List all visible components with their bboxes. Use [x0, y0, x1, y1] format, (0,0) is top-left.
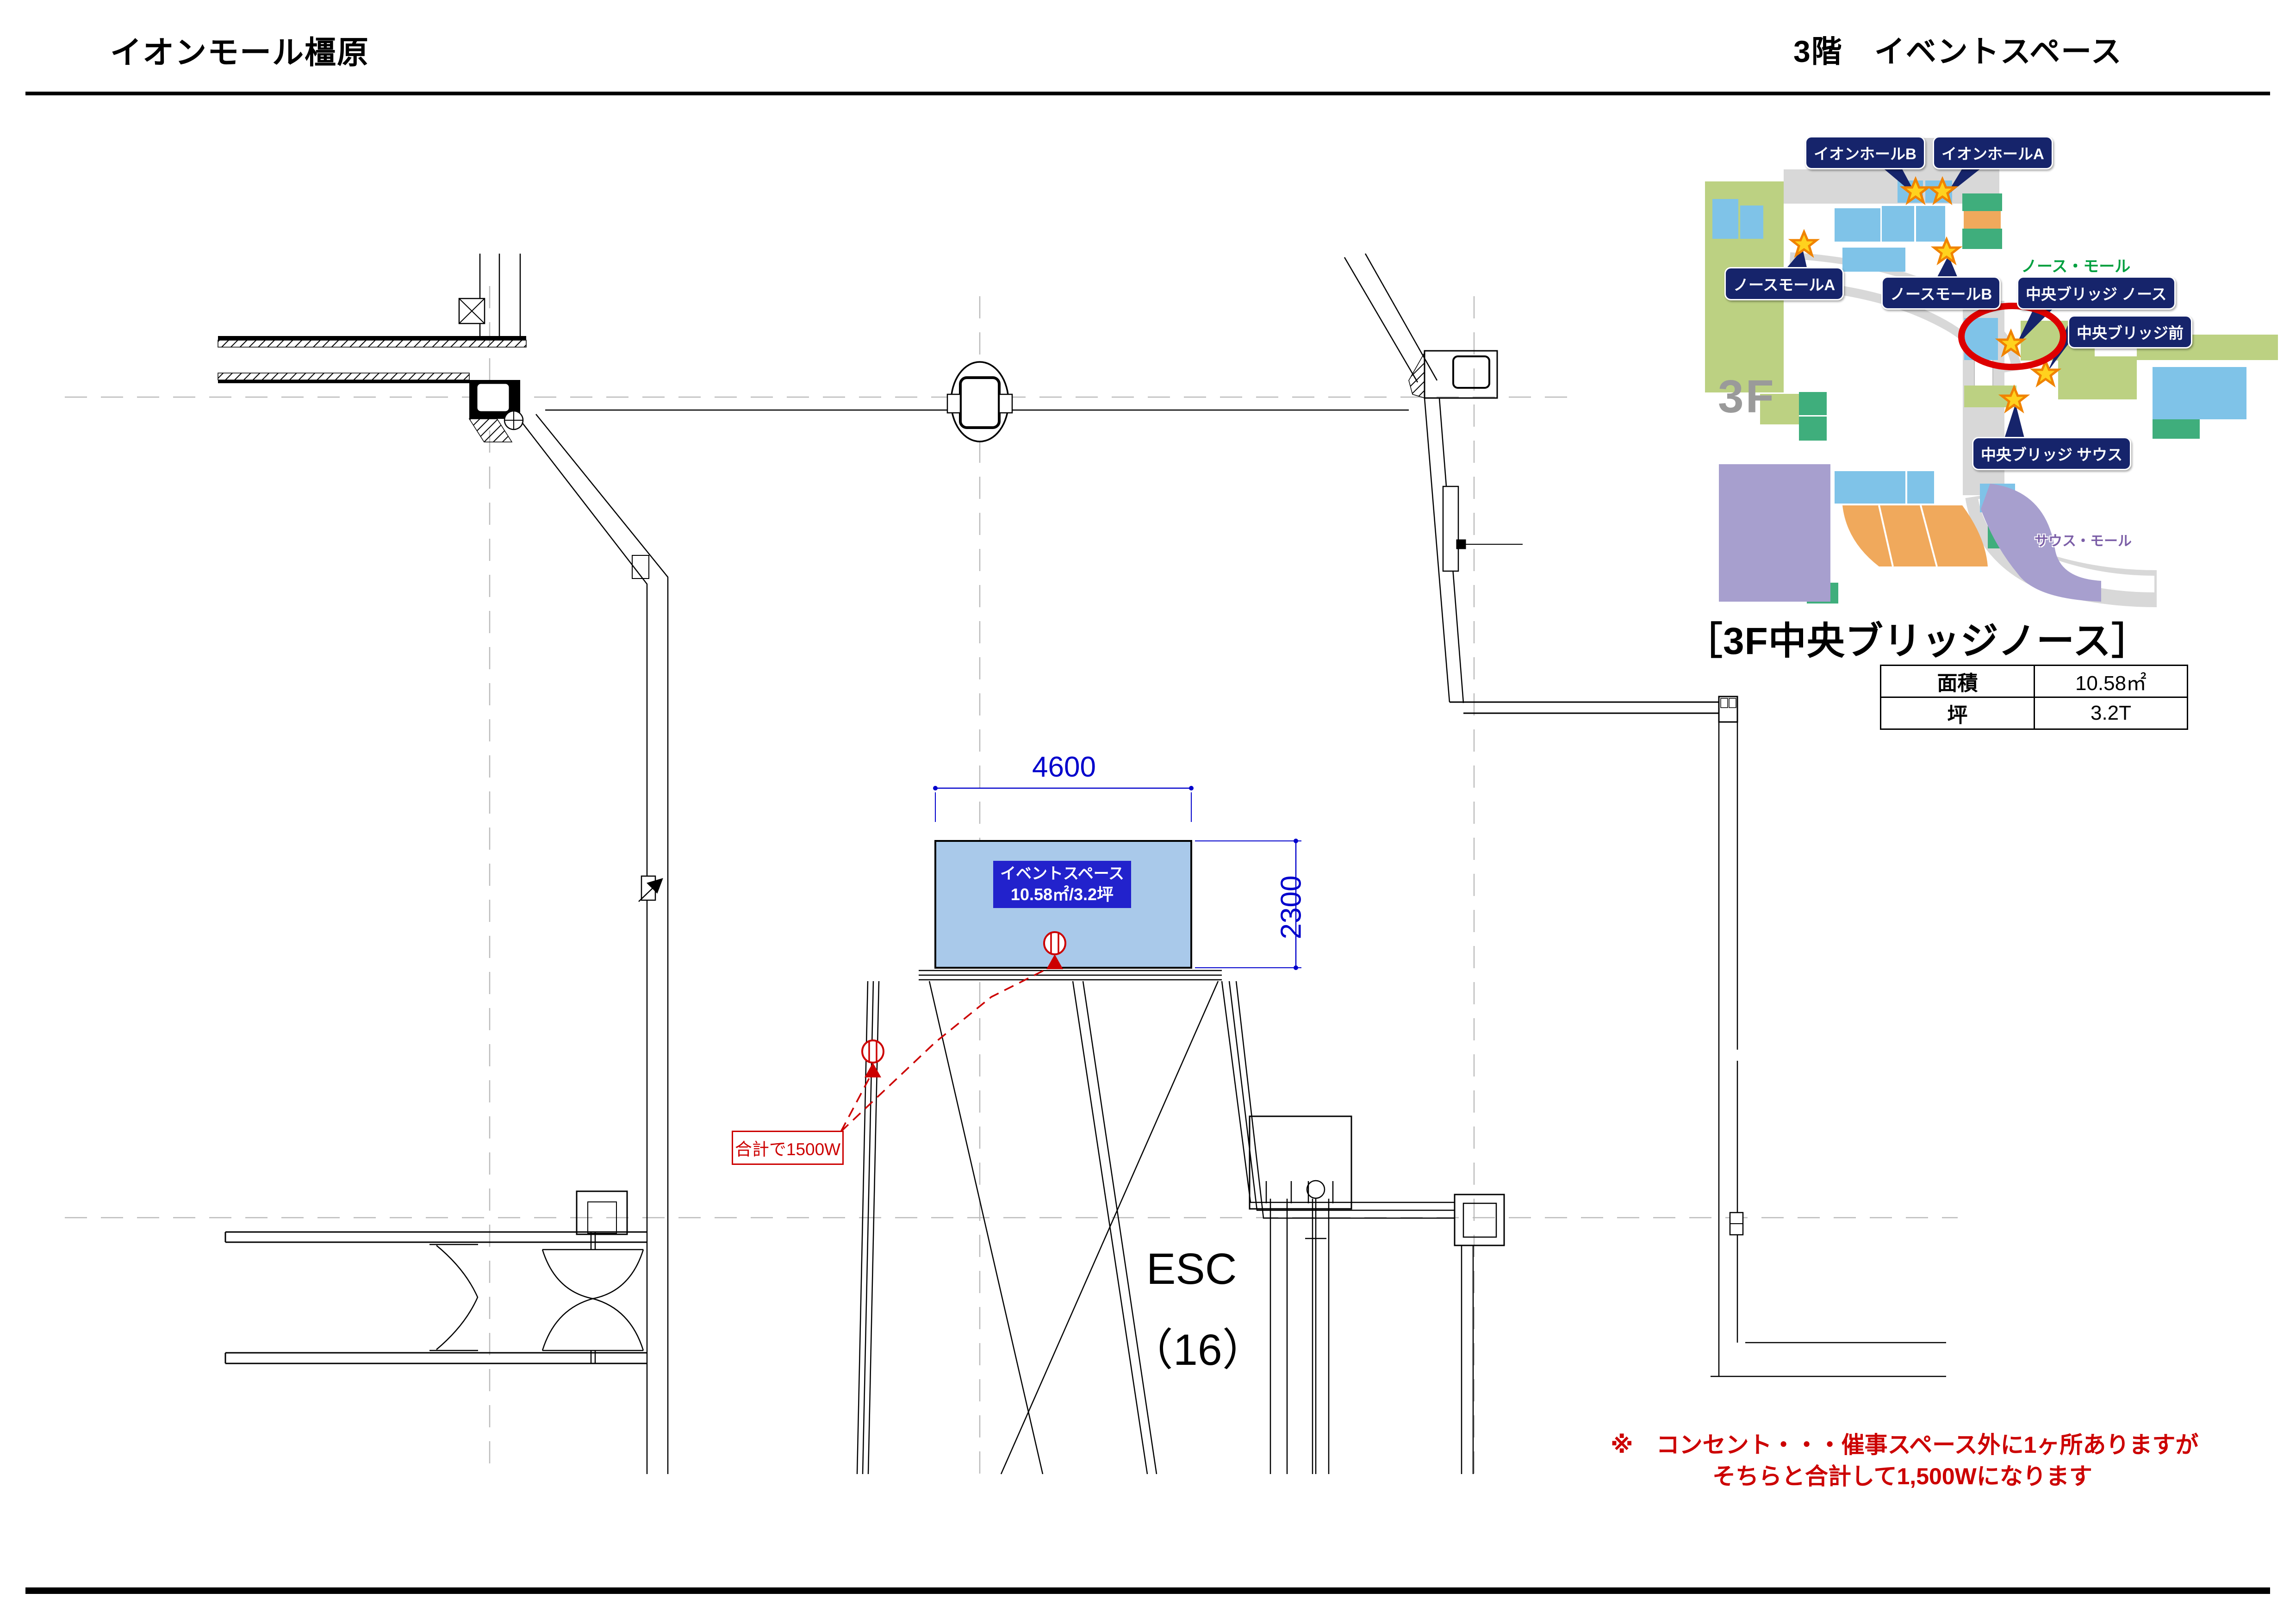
footer-rule	[25, 1587, 2270, 1594]
north-wall	[218, 254, 527, 442]
table-row: 面積 10.58㎡	[1880, 665, 2188, 698]
area-label-cell: 面積	[1880, 665, 2035, 698]
dimension-lines	[933, 786, 1301, 970]
escalator-label: ESC	[1146, 1244, 1237, 1294]
south-west-corridor	[224, 1190, 647, 1364]
door-swing-left	[429, 1244, 479, 1351]
escalator	[856, 970, 1505, 1475]
event-space-size: 10.58㎡/3.2坪	[1010, 884, 1114, 904]
center-column	[946, 361, 1013, 442]
event-space-label: イベントスペース 10.58㎡/3.2坪	[993, 861, 1131, 908]
outlet-annotation	[840, 931, 1066, 1132]
location-heading: ［3F中央ブリッジノース］	[1685, 620, 2150, 662]
door-swing-right	[541, 1232, 644, 1363]
page-subtitle: 3階 イベントスペース	[1793, 34, 2122, 68]
event-space-name: イベントスペース	[1000, 865, 1124, 883]
map-label-north-mall-b: ノースモールB	[1881, 276, 2001, 310]
map-label-central-bridge-front: 中央ブリッジ前	[2068, 315, 2192, 348]
floor-label: 3F	[1718, 371, 1776, 423]
north-mall-name: ノース・モール	[2021, 258, 2131, 275]
table-row: 坪 3.2T	[1880, 697, 2188, 730]
red-highlight-ellipse	[1958, 303, 2066, 370]
tsubo-value-cell: 3.2T	[2034, 697, 2188, 730]
outlet-total-box: 合計で1500W	[732, 1131, 844, 1165]
map-label-ion-hall-a: イオンホールA	[1933, 136, 2053, 169]
area-table: 面積 10.58㎡ 坪 3.2T	[1880, 665, 2188, 730]
map-label-central-bridge-south: 中央ブリッジ サウス	[1972, 437, 2132, 470]
dimension-width: 4600	[1032, 751, 1096, 783]
tsubo-label-cell: 坪	[1880, 697, 2035, 730]
dimension-depth: 2300	[1275, 875, 1307, 940]
map-label-central-bridge-north: 中央ブリッジ ノース	[2017, 276, 2176, 310]
west-wall	[522, 414, 669, 1474]
footnote-line1: ※ コンセント・・・催事スペース外に1ヶ所ありますが	[1611, 1432, 2199, 1458]
map-label-north-mall-a: ノースモールA	[1724, 267, 1844, 300]
minimap	[1705, 138, 2278, 607]
footnote-line2: そちらと合計して1,500Wになります	[1712, 1463, 2092, 1489]
map-label-ion-hall-b: イオンホールB	[1805, 136, 1925, 169]
escalator-number: （16）	[1129, 1325, 1266, 1375]
page-title: イオンモール橿原	[110, 35, 370, 70]
area-value-cell: 10.58㎡	[2034, 665, 2188, 698]
south-mall-name: サウス・モール	[2035, 534, 2132, 549]
east-wall	[1344, 253, 1946, 1377]
header-rule	[25, 92, 2270, 95]
